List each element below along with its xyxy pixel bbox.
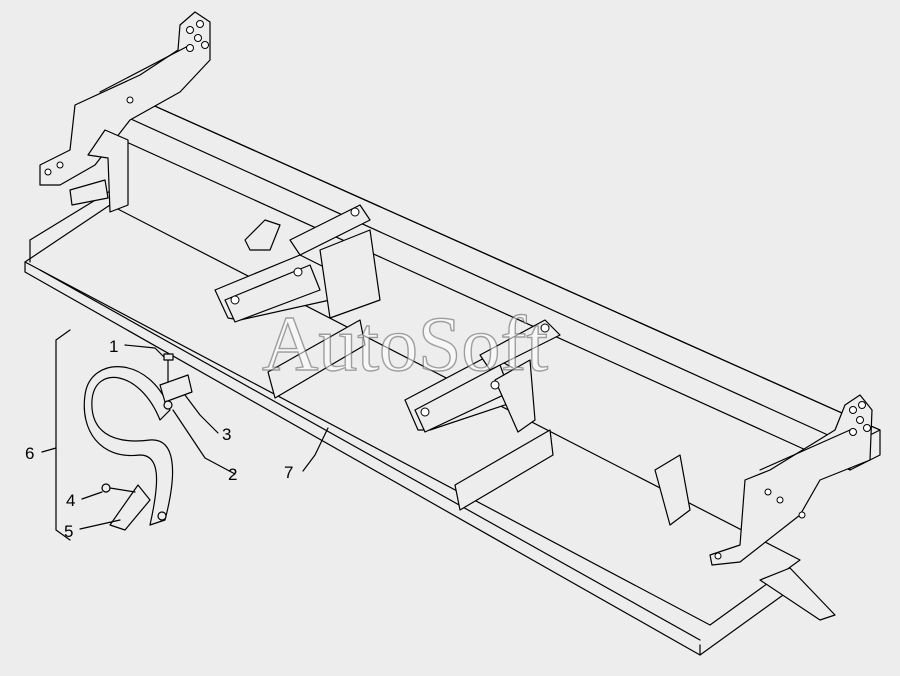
- callout-1: 1: [109, 337, 118, 356]
- callout-4: 4: [66, 491, 75, 510]
- watermark-logo: AutoSoft: [262, 300, 548, 387]
- callout-3: 3: [222, 425, 231, 444]
- cross-plate-right: [454, 429, 691, 526]
- callout-2: 2: [228, 465, 237, 484]
- callout-6: 6: [25, 444, 34, 463]
- hinge-bracket-center-right: [404, 319, 561, 433]
- callout-labels: 1 2 3 4 5 6 7: [25, 337, 293, 541]
- spring-tine-assembly: [83, 353, 193, 531]
- callout-leaders: [41, 329, 329, 541]
- hinge-bracket-center-left: [214, 204, 381, 323]
- callout-5: 5: [64, 522, 73, 541]
- callout-7: 7: [284, 463, 293, 482]
- right-end-bracket: [709, 394, 873, 566]
- left-end-bracket: [39, 11, 211, 213]
- cross-plate-left: [267, 319, 366, 399]
